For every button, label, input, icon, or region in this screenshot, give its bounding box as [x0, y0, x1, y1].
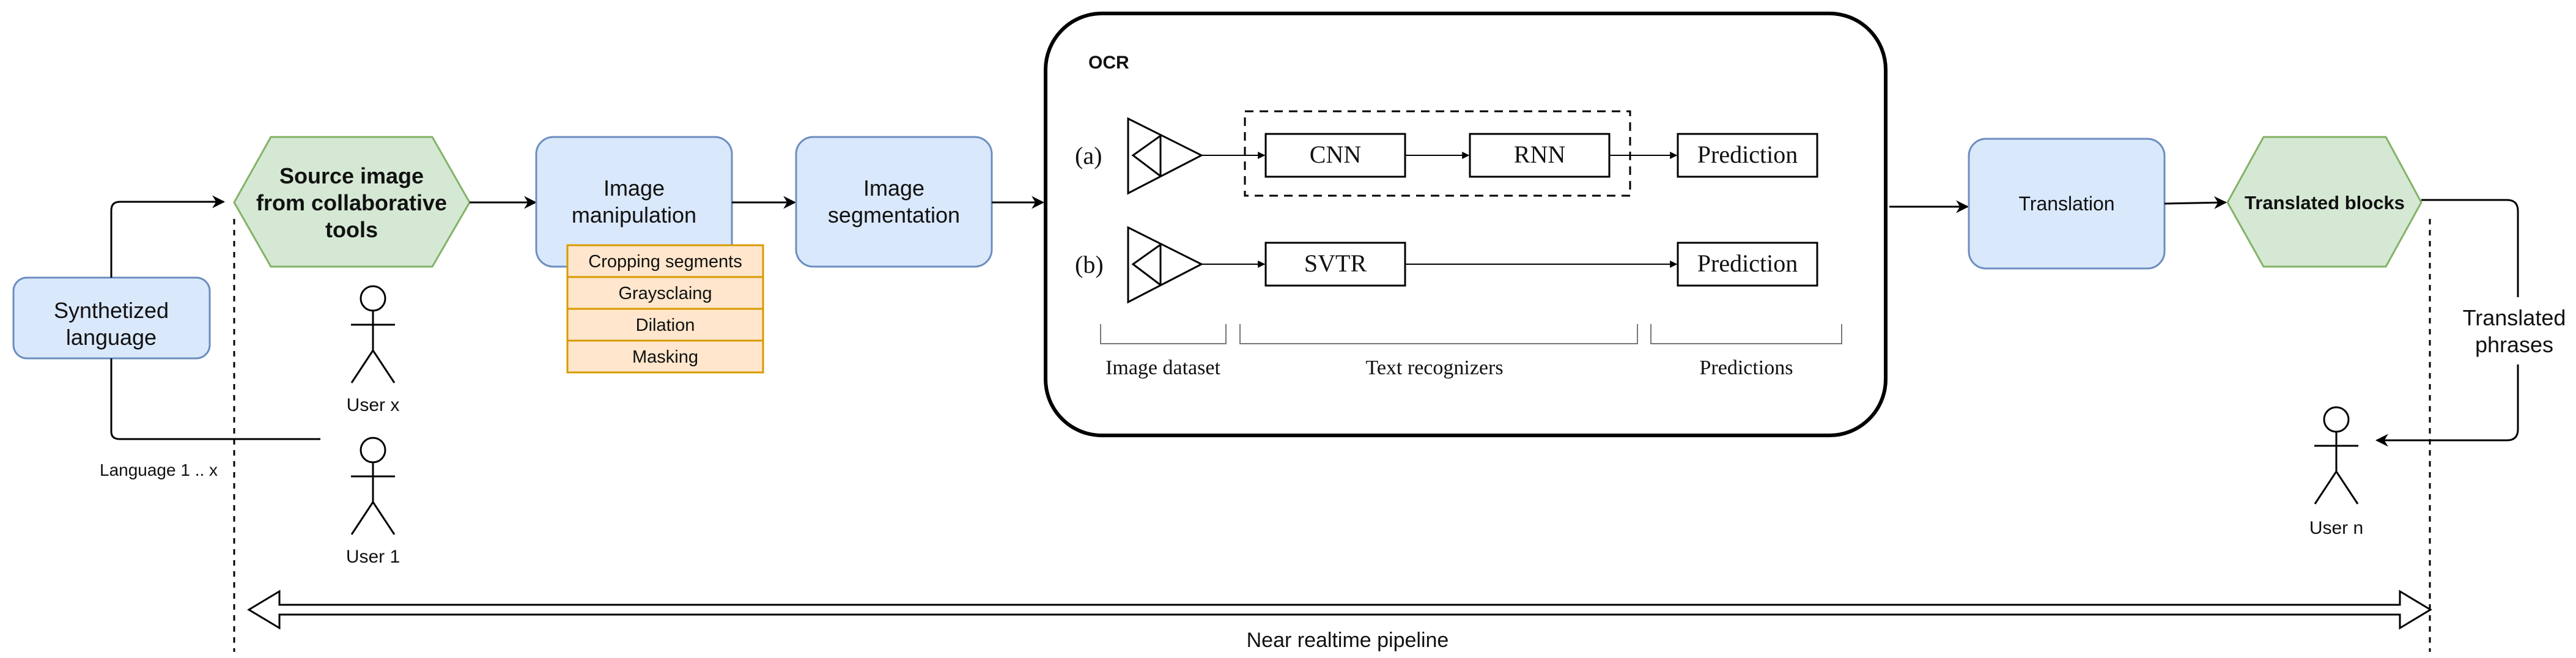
- user-n-icon: [2314, 406, 2359, 505]
- language-to-user1-line: [110, 358, 320, 440]
- predictions-bracket: [1650, 324, 1842, 344]
- cnn-label: CNN: [1310, 141, 1361, 168]
- translation-label: Translation: [2018, 193, 2114, 215]
- prediction-a-label: Prediction: [1697, 141, 1798, 168]
- prediction-b-label: Prediction: [1697, 250, 1798, 277]
- translated-blocks-node: Translated blocks: [2226, 136, 2423, 268]
- rnn-label: RNN: [1514, 141, 1565, 168]
- prediction-a-node: Prediction: [1677, 133, 1818, 178]
- ocr-title: OCR: [1088, 53, 1129, 73]
- predictions-label: Predictions: [1700, 357, 1793, 379]
- image-dataset-label: Image dataset: [1105, 357, 1220, 379]
- manipulation-step-label: Graysclaing: [618, 284, 712, 303]
- translation-node: Translation: [1968, 138, 2166, 270]
- image-dataset-bracket: [1100, 324, 1227, 344]
- text-recognizers-bracket: [1239, 324, 1638, 344]
- ocr-panel: OCR (a) CNN RNN Prediction (b): [1044, 12, 1888, 437]
- manipulation-step-box: [566, 276, 764, 310]
- manipulation-step-label: Dilation: [636, 316, 695, 335]
- image-input-a-icon: [1127, 117, 1204, 195]
- user-1-label: User 1: [346, 547, 400, 567]
- svtr-label: SVTR: [1304, 250, 1367, 277]
- translation-to-blocks-arrow: [2164, 196, 2227, 209]
- manipulation-step-label: Cropping segments: [588, 252, 742, 272]
- rnn-node: RNN: [1469, 133, 1611, 178]
- translated-blocks-label: Translated blocks: [2245, 192, 2405, 213]
- recognizer-group-box: [1244, 110, 1631, 197]
- user-1-icon: [350, 437, 396, 535]
- language-to-source-arrow: [110, 195, 226, 278]
- cnn-node: CNN: [1264, 133, 1406, 178]
- language-range-label: Language 1 .. x: [100, 460, 218, 479]
- manipulation-step-box: [566, 339, 764, 374]
- user-x-label: User x: [347, 395, 400, 415]
- svtr-node: SVTR: [1264, 242, 1406, 287]
- image-input-b-icon: [1127, 226, 1204, 304]
- manipulation-step-box: [566, 244, 764, 278]
- row-a-label: (a): [1075, 142, 1102, 169]
- row-b-label: (b): [1075, 251, 1104, 278]
- pipeline-double-arrow: [247, 590, 2432, 630]
- text-recognizers-label: Text recognizers: [1365, 357, 1503, 379]
- user-n-label: User n: [2309, 518, 2363, 538]
- prediction-b-node: Prediction: [1677, 242, 1818, 287]
- user-x-icon: [350, 285, 396, 383]
- pipeline-label: Near realtime pipeline: [1247, 629, 1449, 652]
- manipulation-steps-list: Cropping segmentsGraysclaingDilationMask…: [566, 244, 764, 374]
- translated-phrases-backdrop: [2451, 297, 2573, 364]
- manipulation-step-label: Masking: [632, 347, 698, 367]
